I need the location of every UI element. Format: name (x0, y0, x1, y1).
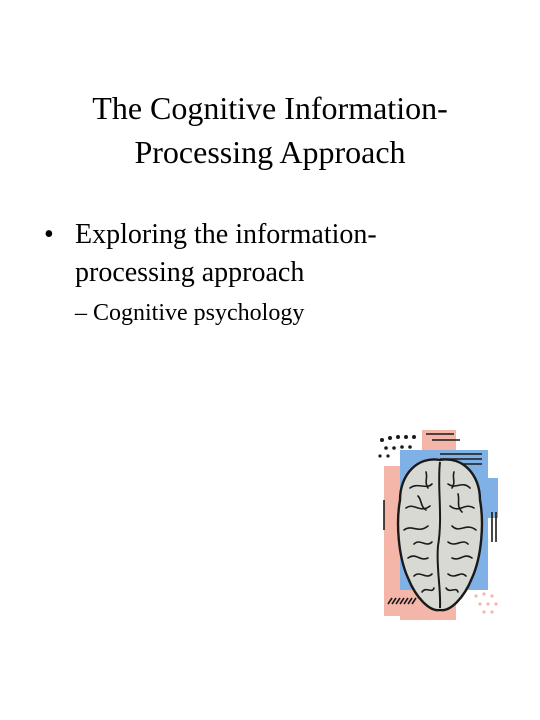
slide-title: The Cognitive Information- Processing Ap… (20, 86, 520, 174)
title-line-2: Processing Approach (134, 134, 406, 170)
bullet-item: • Exploring the information- processing … (44, 216, 504, 292)
brain-icon (378, 430, 498, 620)
bullet-line-2: processing approach (75, 257, 305, 288)
title-line-1: The Cognitive Information- (92, 90, 448, 126)
bullet-marker: • (44, 219, 54, 250)
bullet-line-1: Exploring the information- (75, 219, 377, 250)
sub-bullet-item: – Cognitive psychology (75, 300, 305, 326)
